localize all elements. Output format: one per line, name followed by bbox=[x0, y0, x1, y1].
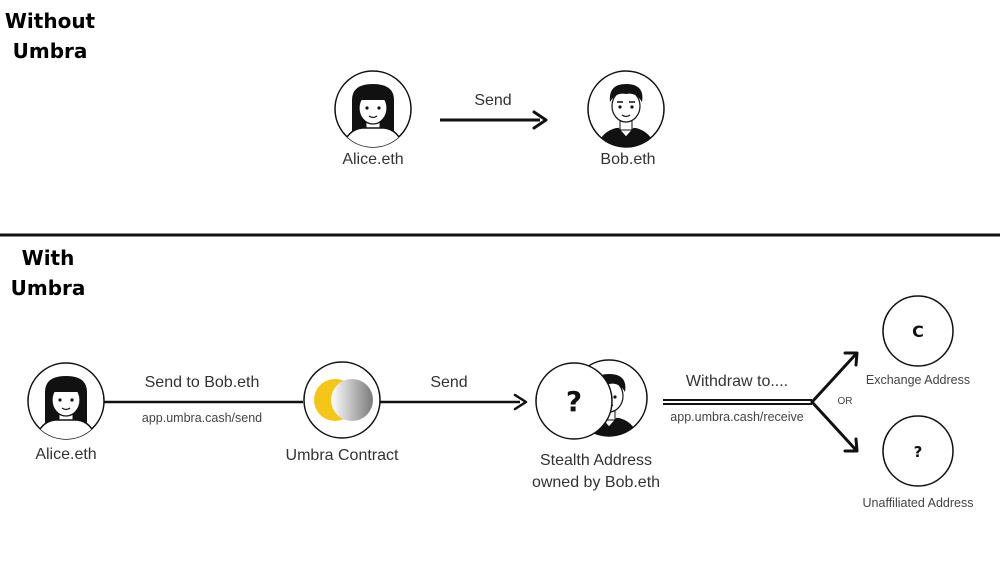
unaffiliated-address-label: Unaffiliated Address bbox=[862, 496, 974, 510]
bob-avatar-top bbox=[587, 70, 665, 148]
fork-arrow-down bbox=[810, 400, 858, 452]
with-umbra-heading: With Umbra bbox=[2, 243, 94, 303]
with-heading-line1: With bbox=[21, 246, 75, 270]
fork-arrowhead-up bbox=[843, 351, 859, 367]
stealth-label-line1: Stealth Address bbox=[539, 452, 653, 469]
receive-url-label: app.umbra.cash/receive bbox=[670, 410, 804, 424]
stealth-address-label: Stealth Address owned by Bob.eth bbox=[532, 450, 660, 494]
send-label-bottom: Send bbox=[430, 374, 468, 391]
with-heading-line2: Umbra bbox=[10, 276, 86, 300]
without-umbra-heading: Without Umbra bbox=[4, 6, 96, 66]
umbra-contract-label: Umbra Contract bbox=[285, 447, 399, 464]
alice-label-top: Alice.eth bbox=[342, 151, 404, 168]
send-url-label: app.umbra.cash/send bbox=[141, 411, 263, 425]
umbra-contract-node bbox=[303, 361, 381, 439]
stealth-symbol: ? bbox=[566, 385, 582, 418]
alice-avatar-top bbox=[334, 70, 412, 148]
fork-arrowhead-down bbox=[843, 437, 859, 453]
send-arrowhead-bottom bbox=[513, 393, 528, 411]
exchange-address-node: C bbox=[882, 295, 954, 367]
fork-arrow-up bbox=[810, 352, 858, 404]
unaffiliated-symbol: ? bbox=[914, 443, 923, 461]
or-label: OR bbox=[837, 396, 853, 407]
exchange-symbol: C bbox=[912, 322, 924, 341]
bob-label-top: Bob.eth bbox=[600, 151, 656, 168]
withdraw-label: Withdraw to.... bbox=[685, 373, 789, 390]
alice-label-bottom: Alice.eth bbox=[35, 446, 97, 463]
without-heading-line2: Umbra bbox=[12, 39, 88, 63]
umbra-logo-grey bbox=[331, 379, 373, 421]
stealth-label-line2: owned by Bob.eth bbox=[531, 474, 661, 491]
send-arrowhead-top bbox=[532, 110, 548, 130]
stealth-address-node: ? bbox=[535, 362, 613, 440]
without-heading-line1: Without bbox=[4, 9, 96, 33]
exchange-address-label: Exchange Address bbox=[865, 373, 971, 387]
unaffiliated-address-node: ? bbox=[882, 415, 954, 487]
send-to-bob-label: Send to Bob.eth bbox=[144, 374, 260, 391]
send-label-top: Send bbox=[474, 92, 512, 109]
alice-avatar-bottom bbox=[27, 362, 105, 440]
